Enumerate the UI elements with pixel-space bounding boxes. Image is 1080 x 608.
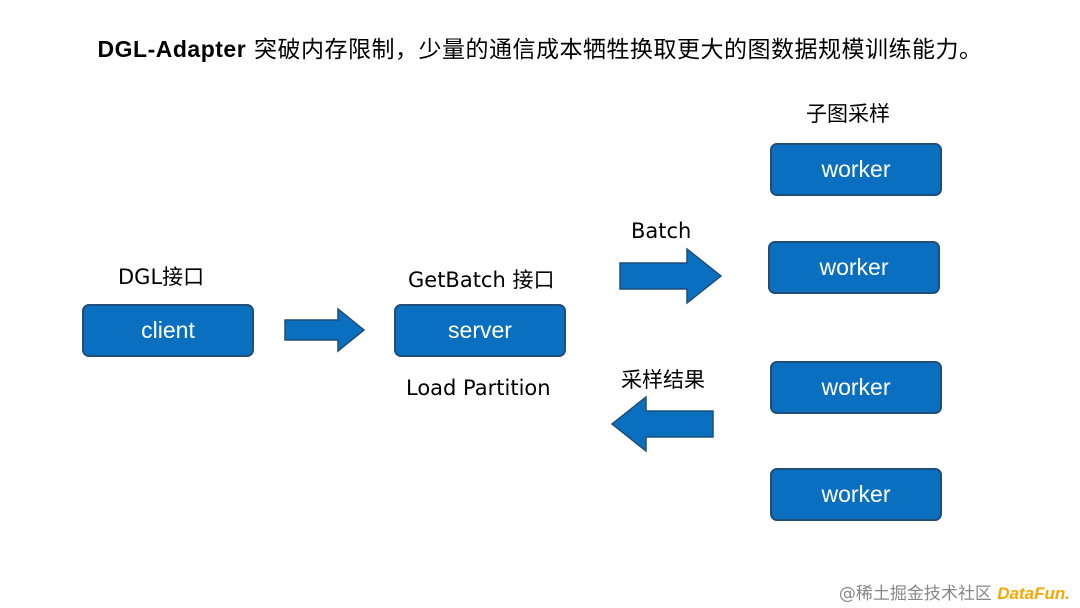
watermark-text: @稀土掘金技术社区 [838,584,992,604]
watermark: @稀土掘金技术社区 DataFun. [839,579,1070,604]
arrow-batch-to-workers [619,247,723,305]
arrow-client-to-server [284,307,366,353]
worker-box-3: worker [770,361,942,414]
load-partition-label: Load Partition [406,376,551,400]
arrow-results-to-server [610,395,714,453]
title-strong: DGL-Adapter [97,36,247,62]
watermark-brand: DataFun. [997,584,1070,603]
batch-label: Batch [631,219,692,243]
sampling-result-label: 采样结果 [621,368,705,392]
title-rest: 突破内存限制，少量的通信成本牺牲换取更大的图数据规模训练能力。 [246,37,983,63]
worker-box-2: worker [768,241,940,294]
client-box: client [82,304,254,357]
dgl-api-label: DGL接口 [118,265,205,289]
slide-title: DGL-Adapter 突破内存限制，少量的通信成本牺牲换取更大的图数据规模训练… [0,30,1080,64]
getbatch-api-label: GetBatch 接口 [408,268,555,292]
worker-box-4: worker [770,468,942,521]
server-box: server [394,304,566,357]
worker-box-1: worker [770,143,942,196]
subgraph-sampling-label: 子图采样 [806,102,890,126]
